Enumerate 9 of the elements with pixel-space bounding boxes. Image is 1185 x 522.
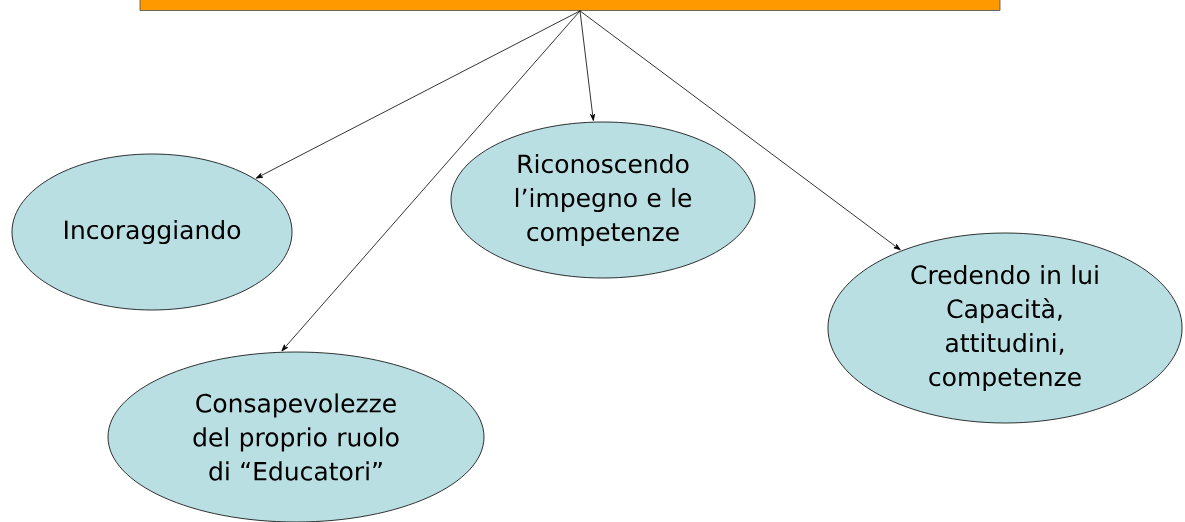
arrow: [255, 10, 581, 179]
arrow: [579, 10, 901, 251]
arrow: [579, 10, 596, 121]
arrow: [281, 10, 581, 352]
ellipse-node: Incoraggiando: [11, 153, 293, 311]
ellipse-node: Riconoscendo l’impegno e le competenze: [450, 121, 756, 279]
ellipse-node: Consapevolezze del proprio ruolo di “Educatori”: [107, 351, 485, 522]
ellipse-node: Credendo in lui Capacità, attitudini, competenze: [827, 232, 1183, 424]
header-box: [139, 0, 1001, 11]
